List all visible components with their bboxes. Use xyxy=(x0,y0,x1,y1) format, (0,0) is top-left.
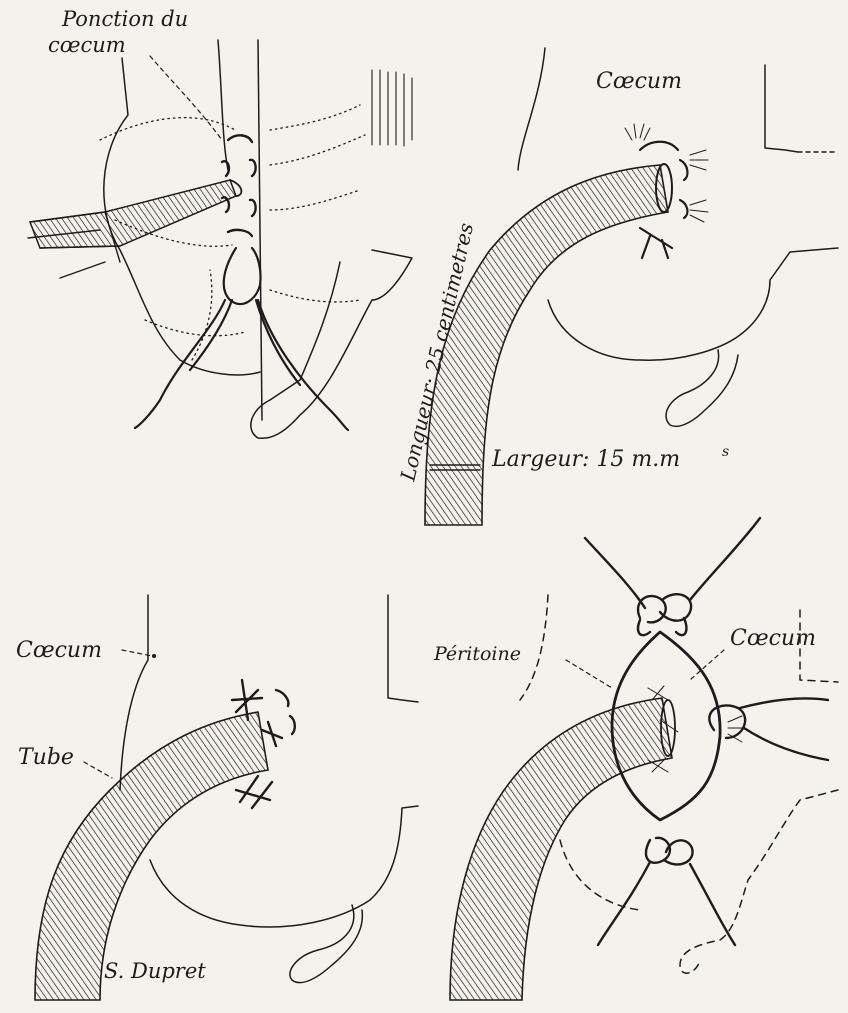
panel-3-tube-in-place: Cœcum Tube S. Dupret xyxy=(16,595,418,1000)
label-ponction: Ponction du xyxy=(61,7,188,31)
label-tube: Tube xyxy=(18,745,74,770)
label-largeur: Largeur: 15 m.m xyxy=(491,447,680,472)
panel-4-peritoine-leader xyxy=(566,660,612,688)
panel-3-tube-leader xyxy=(84,762,112,778)
label-largeur-superscript: s xyxy=(722,444,729,460)
artist-signature: S. Dupret xyxy=(104,959,206,983)
panel-1-hatched-mass xyxy=(372,70,412,146)
panel-1-puncture: Ponction du cœcum xyxy=(28,7,412,438)
label-caecum-panel-3: Cœcum xyxy=(16,638,102,663)
panel-4-tube xyxy=(450,698,675,1000)
panel-4-caecum-leader xyxy=(690,650,724,680)
panel-2-tube-dimensions: Cœcum Longueur: 25 centimetres Largeur: … xyxy=(395,48,838,525)
panel-1-leader-line xyxy=(150,56,222,140)
panel-1-caecum-outline xyxy=(104,40,412,438)
label-peritoine: Péritoine xyxy=(433,643,521,665)
panel-3-leader-dot xyxy=(152,654,156,658)
label-caecum-panel-4: Cœcum xyxy=(730,626,816,651)
panel-1-ligature-knot xyxy=(135,248,348,430)
panel-4-peritoneal-closure: Péritoine Cœcum xyxy=(433,518,838,1000)
panel-1-trocar-instrument xyxy=(28,180,241,278)
label-ponction-caecum: cœcum xyxy=(48,33,126,57)
label-caecum-panel-2: Cœcum xyxy=(596,69,682,94)
